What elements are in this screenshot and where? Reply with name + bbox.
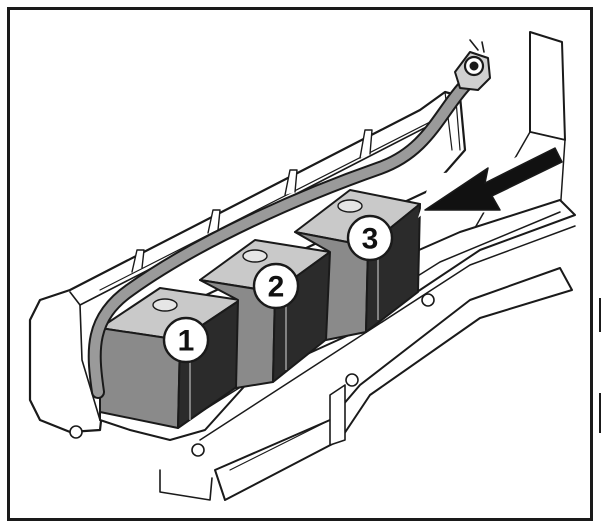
cable xyxy=(87,73,477,399)
badge-3-label: 3 xyxy=(362,223,379,256)
badge-2: 2 xyxy=(252,262,300,310)
badge-1: 1 xyxy=(162,316,210,364)
badge-2-label: 2 xyxy=(268,271,285,304)
ring-terminal-icon xyxy=(454,39,491,91)
arrow-left-down-icon xyxy=(418,140,563,218)
badge-3: 3 xyxy=(346,214,394,262)
module-3 xyxy=(294,189,421,341)
badge-1-label: 1 xyxy=(178,325,195,358)
